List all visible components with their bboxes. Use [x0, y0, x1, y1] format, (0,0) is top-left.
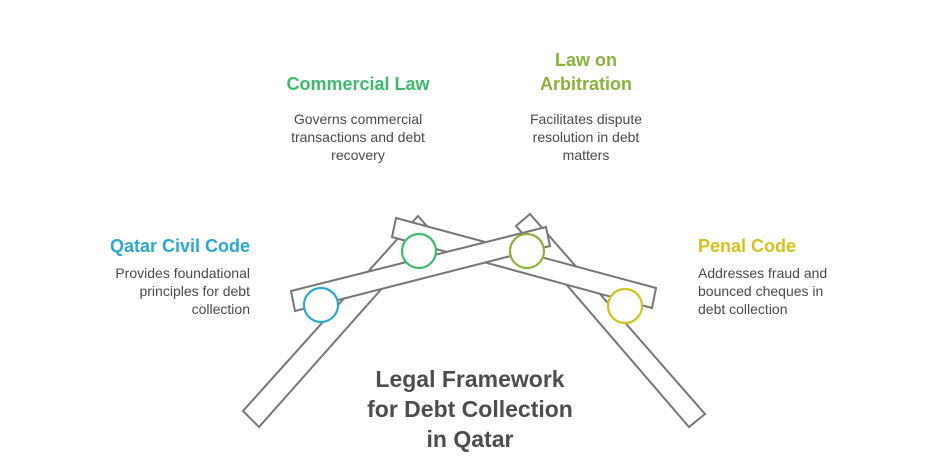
penal-desc-line: debt collection: [698, 301, 788, 317]
civil-desc-line: collection: [191, 301, 250, 317]
main-title: Legal Framework for Debt Collection in Q…: [320, 364, 620, 454]
arbitration-law-description: Facilitates dispute resolution in debt m…: [496, 110, 676, 164]
penal-code-description: Addresses fraud and bounced cheques in d…: [698, 264, 878, 318]
commercial-desc-line: recovery: [331, 147, 385, 163]
commercial-law-description: Governs commercial transactions and debt…: [265, 110, 451, 164]
penal-desc-line: bounced cheques in: [698, 283, 824, 299]
arbitration-title-line: Law on: [555, 50, 617, 70]
civil-code-title: Qatar Civil Code: [109, 236, 250, 256]
commercial-desc-line: transactions and debt: [291, 129, 425, 145]
arbitration-law-title: Law on Arbitration: [496, 48, 676, 96]
commercial-law-label: Commercial Law Governs commercial transa…: [265, 72, 451, 164]
arbitration-title-line: Arbitration: [540, 74, 632, 94]
commercial-law-title: Commercial Law: [286, 74, 430, 94]
main-title-line: in Qatar: [426, 426, 514, 452]
arbitration-law-label: Law on Arbitration Facilitates dispute r…: [496, 48, 676, 164]
civil-desc-line: Provides foundational: [115, 265, 250, 281]
civil-desc-line: principles for debt: [139, 283, 250, 299]
civil-node-circle: [302, 286, 340, 324]
commercial-node-circle: [400, 232, 438, 270]
penal-node-circle: [606, 287, 644, 325]
main-title-line: Legal Framework: [375, 366, 565, 392]
civil-code-label: Qatar Civil Code Provides foundational p…: [70, 234, 250, 318]
arbitration-node-circle: [508, 232, 546, 270]
main-title-line: for Debt Collection: [367, 396, 573, 422]
arbitration-desc-line: resolution in debt: [532, 129, 640, 145]
civil-code-description: Provides foundational principles for deb…: [70, 264, 250, 318]
penal-code-label: Penal Code Addresses fraud and bounced c…: [698, 234, 878, 318]
penal-code-title: Penal Code: [698, 236, 797, 256]
penal-desc-line: Addresses fraud and: [698, 265, 828, 281]
arbitration-desc-line: Facilitates dispute: [529, 111, 643, 127]
arbitration-desc-line: matters: [562, 147, 610, 163]
commercial-desc-line: Governs commercial: [293, 111, 423, 127]
